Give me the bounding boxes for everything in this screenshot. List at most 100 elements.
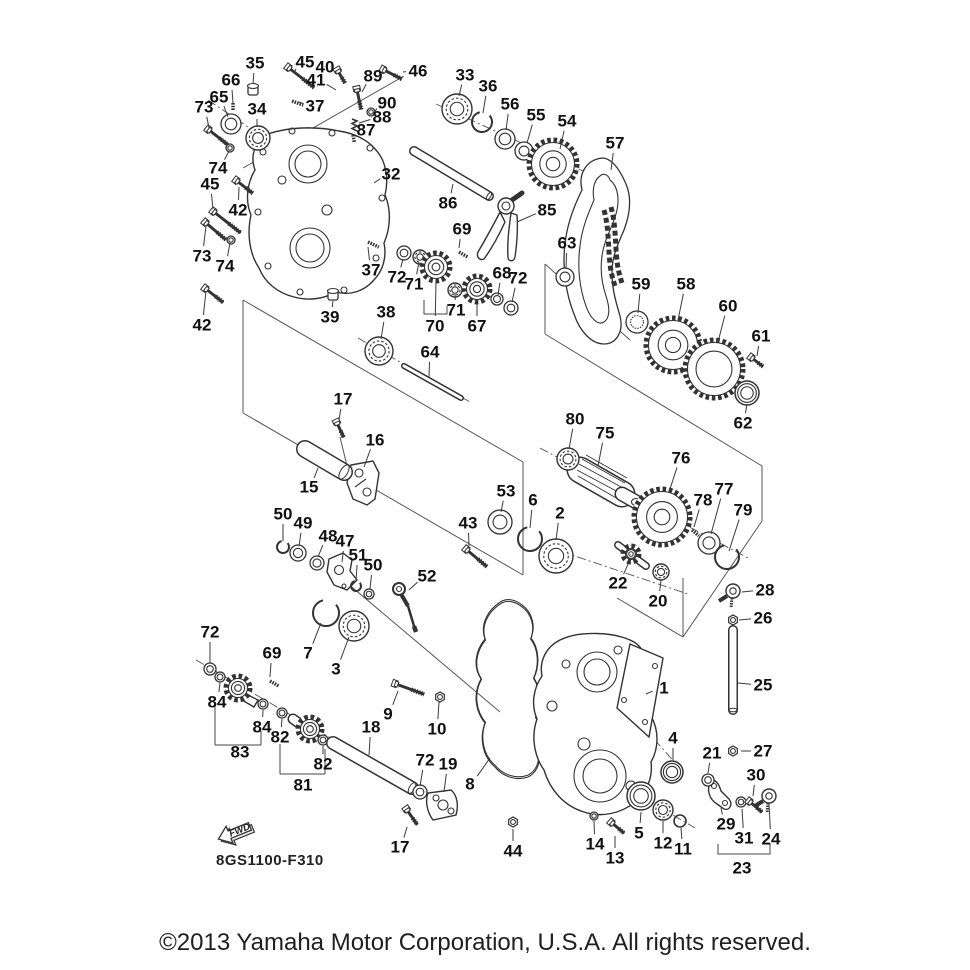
part-callout-29-100: 29: [717, 807, 736, 834]
bolt-43: [460, 544, 489, 569]
lock-washer-77: [697, 531, 721, 555]
shift-cam-47: [326, 552, 358, 591]
diagram-code: 8GS1100-F310: [216, 852, 324, 869]
svg-text:10: 10: [428, 720, 447, 739]
svg-text:1: 1: [659, 679, 668, 698]
part-callout-73-25: 73: [193, 225, 211, 266]
part-callout-50-57: 50: [274, 505, 292, 541]
cover-plate-19: [425, 789, 459, 821]
snap-ring-6: [517, 526, 543, 552]
svg-text:73: 73: [195, 98, 214, 117]
part-callout-43-56: 43: [459, 514, 477, 547]
part-callout-53-53: 53: [497, 482, 516, 513]
svg-text:75: 75: [596, 424, 615, 443]
part-callout-78-50: 78: [693, 491, 712, 528]
snap-ring-51: [350, 580, 362, 592]
bolt-61: [745, 352, 765, 369]
gear-54: [526, 137, 580, 191]
part-callout-5-93: 5: [634, 811, 644, 843]
part-callout-6-54: 6: [528, 491, 538, 529]
pin-87: [351, 134, 356, 143]
svg-text:62: 62: [734, 414, 753, 433]
part-callout-84-74: 84: [208, 682, 227, 712]
svg-text:29: 29: [717, 815, 736, 834]
part-callout-66-1: 66: [222, 71, 240, 104]
bolt-17b: [401, 804, 420, 827]
bushing-59: [625, 310, 649, 334]
part-callout-36-16: 36: [479, 77, 497, 114]
svg-text:54: 54: [558, 112, 577, 131]
part-callout-35-0: 35: [246, 54, 264, 85]
rod-25: [728, 625, 738, 715]
part-callout-65-2: 65: [210, 88, 229, 118]
part-callout-14-91: 14: [586, 820, 605, 854]
part-callout-88-13: 88: [358, 108, 392, 127]
bearing-2: [538, 538, 574, 574]
bolt-9: [390, 678, 425, 697]
part-callout-68-38: 68: [493, 264, 511, 296]
svg-text:52: 52: [418, 567, 437, 586]
part-callout-9-81: 9: [383, 690, 399, 724]
part-callout-74-26: 74: [216, 242, 235, 276]
part-callout-42-24: 42: [229, 186, 248, 220]
bolt-73a: [202, 124, 230, 147]
svg-text:39: 39: [321, 308, 340, 327]
svg-text:12: 12: [654, 834, 673, 853]
svg-text:69: 69: [263, 644, 282, 663]
part-callout-82-78: 82: [314, 746, 332, 774]
nut-10: [435, 691, 445, 703]
washer-72b: [503, 300, 519, 316]
svg-text:53: 53: [497, 482, 516, 501]
bolt-73b: [199, 217, 228, 242]
nut-26: [728, 614, 738, 626]
part-callout-84-75: 84: [253, 709, 272, 737]
spring-88: [350, 118, 359, 132]
svg-text:24: 24: [762, 830, 781, 849]
svg-text:61: 61: [752, 327, 771, 346]
svg-text:51: 51: [349, 546, 368, 565]
seal-5: [626, 781, 656, 811]
svg-text:19: 19: [439, 755, 458, 774]
svg-text:42: 42: [193, 316, 212, 335]
nut-27: [728, 745, 738, 757]
shift-lever-29: [707, 779, 732, 811]
svg-text:83: 83: [231, 743, 250, 762]
nut-44: [508, 816, 518, 828]
part-callout-1-69: 1: [645, 679, 669, 698]
svg-text:59: 59: [632, 275, 651, 294]
part-callout-17-89: 17: [391, 826, 409, 857]
part-callout-72-72: 72: [201, 623, 219, 663]
part-callout-51-61: 51: [349, 546, 368, 582]
svg-text:17: 17: [334, 390, 353, 409]
gear-60: [682, 337, 746, 401]
part-callout-45-23: 45: [201, 175, 219, 210]
svg-text:16: 16: [366, 431, 385, 450]
svg-text:70: 70: [426, 317, 445, 336]
svg-text:56: 56: [501, 95, 520, 114]
part-callout-34-4: 34: [248, 100, 267, 127]
part-callout-48-59: 48: [317, 527, 337, 558]
svg-text:71: 71: [447, 301, 466, 320]
washer-72a: [396, 245, 412, 261]
washer-72d: [412, 784, 428, 800]
bolt-42a: [230, 175, 255, 196]
part-callout-72-33: 72: [388, 258, 406, 287]
part-callout-50-62: 50: [364, 556, 382, 590]
part-callout-58-43: 58: [677, 275, 695, 321]
svg-text:18: 18: [362, 718, 381, 737]
part-callout-39-29: 39: [321, 300, 340, 327]
svg-text:42: 42: [229, 201, 248, 220]
svg-text:74: 74: [209, 159, 228, 178]
svg-text:65: 65: [210, 88, 229, 107]
seal-4: [660, 760, 684, 784]
washer-74b: [226, 235, 236, 245]
svg-text:9: 9: [383, 705, 392, 724]
washer-90: [366, 107, 376, 117]
washer-74a: [225, 143, 235, 153]
part-callout-16-87: 16: [363, 431, 385, 468]
part-callout-90-12: 90: [374, 94, 396, 113]
part-callout-49-58: 49: [294, 514, 312, 547]
svg-text:88: 88: [373, 108, 392, 127]
